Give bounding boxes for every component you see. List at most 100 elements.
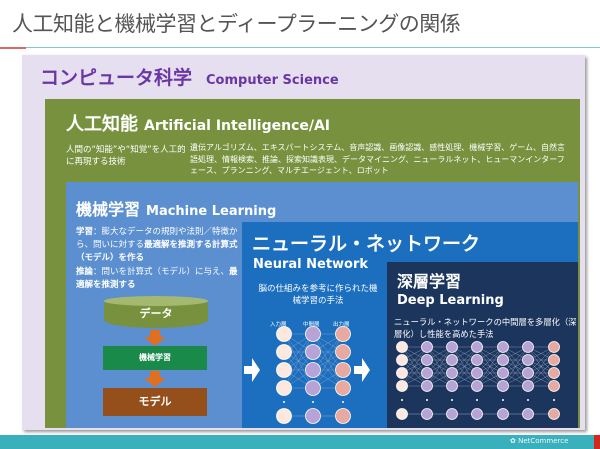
hidden-layer-label: 中間層 [303, 322, 320, 328]
computer-science-title: コンピュータ科学 Computer Science [40, 63, 339, 90]
inference-label: 推論 [76, 267, 94, 277]
neuron-node [446, 380, 458, 392]
flow-data-label: データ [139, 307, 173, 320]
dl-description: ニューラル・ネットワークの中間層を多層化（深層化）し性能を高めた手法 [394, 317, 577, 339]
ellipsis-dot [283, 401, 285, 403]
neuron-node [522, 408, 534, 420]
connection [502, 346, 529, 374]
neuron-node [276, 380, 292, 396]
neuron-node [446, 354, 458, 366]
deep-network-diagram [396, 341, 560, 420]
neuron-node [335, 380, 351, 396]
cs-title-en: Computer Science [206, 73, 339, 88]
connection [426, 346, 453, 374]
down-arrow-icon [144, 371, 166, 387]
flow-model-box: モデル [103, 388, 207, 416]
nn-title-ja: ニューラル・ネットワーク [252, 233, 481, 255]
connection [451, 359, 478, 387]
ai-title: 人工知能 Artificial Intelligence/AI [66, 110, 330, 136]
neuron-node [396, 341, 408, 353]
down-arrow-icon [144, 330, 166, 346]
ai-title-ja: 人工知能 [66, 114, 138, 135]
connection [426, 359, 453, 387]
output-layer-label: 出力層 [333, 322, 350, 328]
neural-network-diagram [244, 326, 370, 424]
connection [451, 346, 478, 387]
neuron-node [335, 344, 351, 360]
neuron-node [421, 341, 433, 353]
ml-learning-text: 学習：膨大なデータの規則や法則／特徴から、問いに対する最適解を推測する計算式（モ… [76, 226, 241, 265]
neuron-node [335, 326, 351, 342]
neuron-node [548, 380, 560, 392]
ellipsis-dot [426, 399, 428, 401]
input-arrow-icon [244, 358, 260, 382]
neuron-node [305, 326, 321, 342]
neuron-node [471, 341, 483, 353]
neuron-node [276, 344, 292, 360]
neuron-node [548, 354, 560, 366]
neuron-node [276, 326, 292, 342]
neuron-node [421, 354, 433, 366]
ellipsis-dot [527, 399, 529, 401]
connection [476, 346, 504, 374]
dl-title-ja: 深層学習 [397, 272, 462, 291]
brand-name: NetCommerce [518, 437, 569, 445]
connection [502, 359, 529, 387]
ml-inference-text: 推論：問いを計算式（モデル）に与え、最適解を推測する [76, 266, 241, 292]
neuron-node [548, 408, 560, 420]
footer-accent [594, 435, 600, 449]
connection [527, 346, 555, 374]
neuron-node [305, 362, 321, 378]
ai-fields: 遺伝アルゴリズム、エキスパートシステム、音声認識、画像認識、感性処理、機械学習、… [190, 143, 566, 175]
neuron-node [471, 367, 483, 379]
neuron-node [446, 408, 458, 420]
footer-brand: ✿ NetCommerce [510, 437, 568, 445]
neuron-node [421, 367, 433, 379]
ml-title-ja: 機械学習 [76, 200, 141, 219]
output-arrow-icon [354, 358, 370, 382]
ellipsis-dot [401, 399, 403, 401]
neuron-node [421, 408, 433, 420]
title-underline [26, 47, 600, 48]
ellipsis-dot [312, 401, 314, 403]
neuron-node [396, 354, 408, 366]
ellipsis-dot [553, 399, 555, 401]
flow-ml-box: 機械学習 [103, 346, 207, 370]
ai-title-en: Artificial Intelligence/AI [144, 118, 331, 134]
cs-title-ja: コンピュータ科学 [40, 67, 193, 89]
neuron-node [305, 344, 321, 360]
neuron-node [497, 341, 509, 353]
nn-title-en: Neural Network [253, 257, 369, 272]
connection [476, 359, 504, 387]
ellipsis-dot [476, 399, 478, 401]
connection [401, 346, 428, 374]
inference-bold: 最適解を推測する [76, 267, 238, 290]
neuron-node [471, 408, 483, 420]
neuron-node [548, 367, 560, 379]
nn-description: 脳の仕組みを参考に作られた機械学習の手法 [258, 284, 378, 306]
input-layer-label: 入力層 [270, 322, 287, 328]
inference-text: ：問いを計算式（モデル）に与え、 [93, 267, 230, 277]
connection [527, 346, 555, 387]
neuron-node [497, 354, 509, 366]
neuron-node [497, 408, 509, 420]
connection [502, 346, 529, 387]
neuron-node [396, 408, 408, 420]
brand-logo-icon: ✿ [510, 437, 519, 445]
neuron-node [276, 408, 292, 424]
neuron-node [522, 367, 534, 379]
footer-bar [0, 435, 600, 449]
neuron-node [305, 408, 321, 424]
connection [451, 346, 478, 374]
connection [476, 346, 504, 387]
dl-title-en: Deep Learning [397, 293, 504, 308]
neuron-node [471, 380, 483, 392]
slide-title: 人工知能と機械学習とディープラーニングの関係 [12, 12, 461, 36]
neuron-node [446, 341, 458, 353]
ellipsis-dot [502, 399, 504, 401]
neuron-node [522, 354, 534, 366]
neuron-node [276, 362, 292, 378]
connection [426, 346, 453, 387]
learning-bold: 最適解を推測する計算式（モデル）を作る [76, 240, 238, 263]
